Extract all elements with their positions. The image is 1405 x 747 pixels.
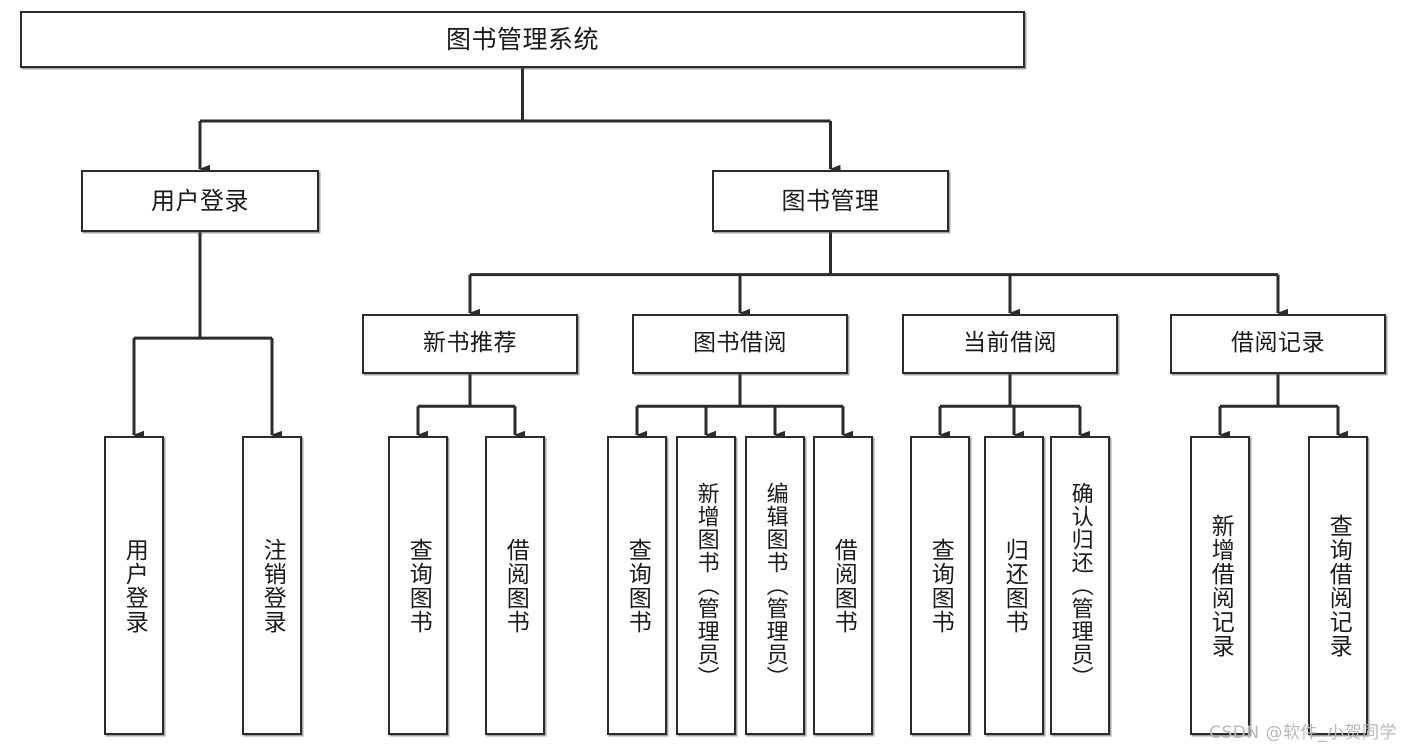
node-newbook[interactable]: 新书推荐 bbox=[362, 314, 578, 374]
node-label: 查询图书 bbox=[405, 537, 432, 634]
node-current[interactable]: 当前借阅 bbox=[902, 314, 1118, 374]
node-label: 当前借阅 bbox=[963, 330, 1057, 357]
node-leaf-rec-2[interactable]: 查询借阅记录 bbox=[1308, 436, 1368, 735]
node-label: 新增图书（管理员） bbox=[693, 482, 719, 689]
node-leaf-new-2[interactable]: 借阅图书 bbox=[485, 436, 545, 735]
node-label: 借阅图书 bbox=[830, 537, 857, 634]
node-label: 查询图书 bbox=[624, 537, 651, 634]
node-label: 编辑图书（管理员） bbox=[762, 482, 788, 689]
node-label: 新书推荐 bbox=[423, 330, 517, 357]
node-label: 图书借阅 bbox=[693, 330, 787, 357]
watermark: CSDN @软件_小贺同学 bbox=[1209, 723, 1397, 743]
node-leaf-cur-2[interactable]: 归还图书 bbox=[984, 436, 1044, 735]
node-leaf-bor-2[interactable]: 新增图书（管理员） bbox=[676, 436, 736, 735]
node-root[interactable]: 图书管理系统 bbox=[20, 11, 1025, 68]
node-leaf-bor-4[interactable]: 借阅图书 bbox=[813, 436, 873, 735]
node-leaf-login-2[interactable]: 注销登录 bbox=[242, 436, 302, 735]
node-leaf-bor-3[interactable]: 编辑图书（管理员） bbox=[745, 436, 805, 735]
node-leaf-new-1[interactable]: 查询图书 bbox=[388, 436, 448, 735]
node-leaf-login-1[interactable]: 用户登录 bbox=[104, 436, 164, 735]
node-leaf-bor-1[interactable]: 查询图书 bbox=[607, 436, 667, 735]
node-leaf-cur-1[interactable]: 查询图书 bbox=[910, 436, 970, 735]
node-label: 查询借阅记录 bbox=[1325, 513, 1352, 658]
node-borrow[interactable]: 图书借阅 bbox=[632, 314, 848, 374]
node-label: 归还图书 bbox=[1001, 537, 1028, 634]
node-bookmgmt[interactable]: 图书管理 bbox=[712, 170, 949, 232]
node-label: 借阅记录 bbox=[1231, 330, 1325, 357]
node-login[interactable]: 用户登录 bbox=[81, 170, 319, 232]
node-label: 图书管理 bbox=[781, 186, 880, 215]
node-label: 注销登录 bbox=[259, 537, 286, 634]
node-leaf-cur-3[interactable]: 确认归还（管理员） bbox=[1050, 436, 1110, 735]
node-label: 新增借阅记录 bbox=[1207, 513, 1234, 658]
node-label: 查询图书 bbox=[927, 537, 954, 634]
node-label: 图书管理系统 bbox=[445, 24, 599, 54]
node-label: 确认归还（管理员） bbox=[1067, 482, 1093, 689]
node-records[interactable]: 借阅记录 bbox=[1170, 314, 1386, 374]
node-label: 用户登录 bbox=[121, 537, 148, 634]
node-label: 借阅图书 bbox=[502, 537, 529, 634]
node-label: 用户登录 bbox=[151, 186, 249, 215]
node-leaf-rec-1[interactable]: 新增借阅记录 bbox=[1190, 436, 1250, 735]
